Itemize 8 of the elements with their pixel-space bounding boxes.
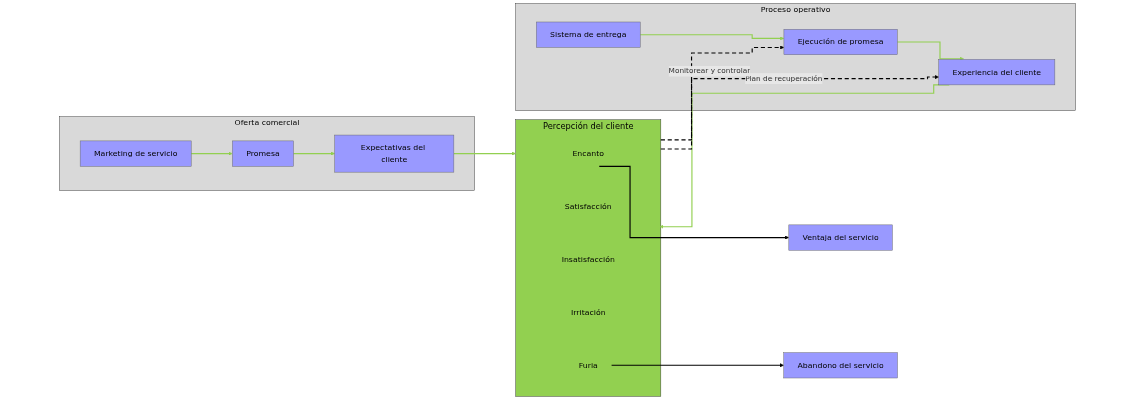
arrow — [292, 151, 335, 156]
arrow — [611, 363, 784, 368]
arrow — [453, 151, 516, 156]
arrow — [598, 165, 789, 240]
arrow — [639, 34, 785, 41]
arrow — [660, 45, 785, 141]
arrow — [190, 151, 233, 156]
arrow — [896, 41, 964, 61]
